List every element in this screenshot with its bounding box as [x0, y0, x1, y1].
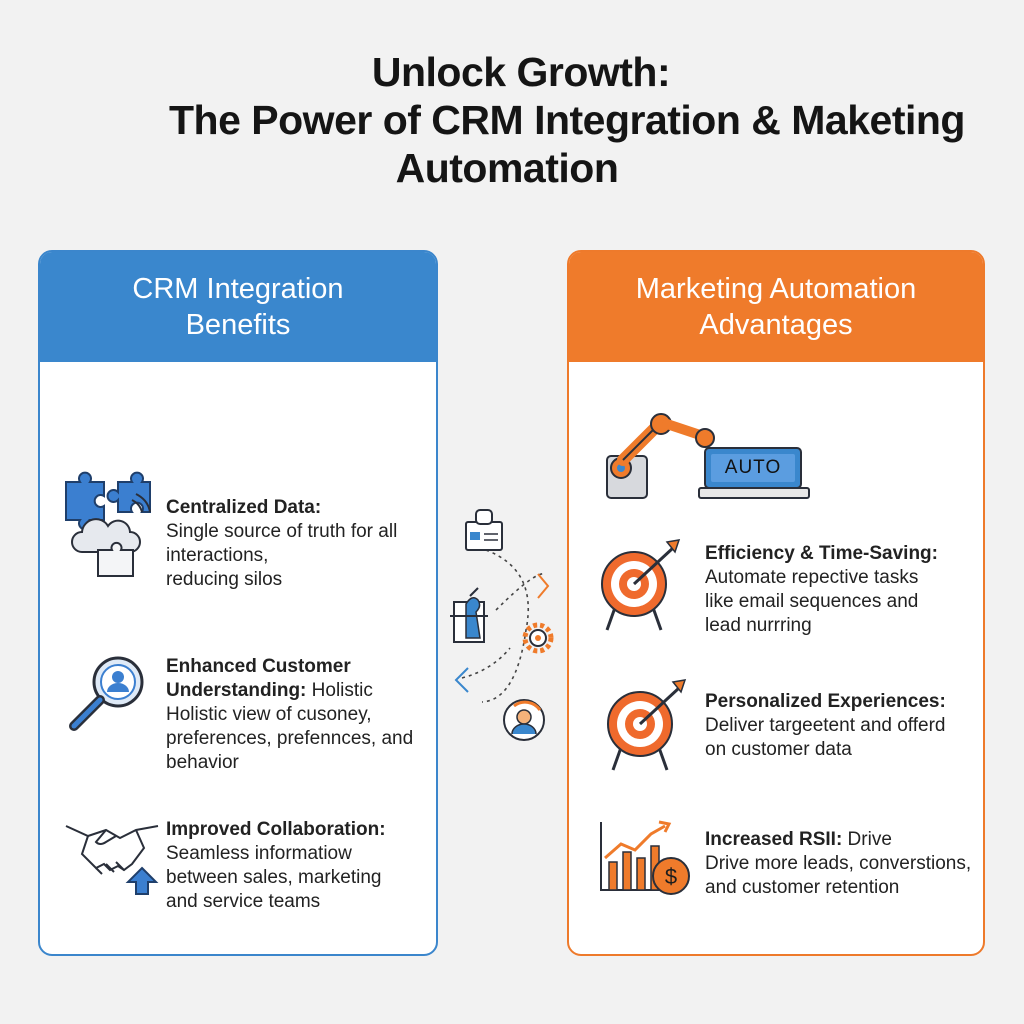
title-line-2: The Power of CRM Integration & Maketing: [169, 97, 965, 143]
automation-item-2-line-1: Deliver targeetent and offerd: [705, 715, 946, 736]
target-arrow-icon: [599, 538, 681, 634]
automation-item-1-line-1: Automate repective tasks: [705, 567, 919, 588]
person-desk-icon: [450, 587, 488, 643]
crm-item-3-line-1: Seamless informatiow: [166, 843, 352, 864]
automation-panel-header: Marketing Automation Advantages: [569, 252, 983, 362]
gear-icon: [522, 622, 554, 654]
crm-item-3-line-2: between sales, marketing: [166, 867, 382, 888]
crm-item-2-line-3: behavior: [166, 752, 239, 773]
automation-item-1-line-3: lead nurrring: [705, 615, 812, 636]
browser-window-icon: [465, 509, 503, 551]
automation-item-3-heading: Increased RSII:: [705, 829, 843, 850]
crm-item-2-heading-2: Understanding:: [166, 680, 307, 701]
crm-item-1-line-2: interactions,: [166, 545, 269, 566]
crm-item-2-line-2: preferences, prefennces, and: [166, 728, 414, 749]
svg-text:$: $: [665, 864, 677, 889]
marketing-automation-panel: Marketing Automation Advantages AUTO: [567, 250, 985, 956]
automation-item-1-heading: Efficiency & Time-Saving:: [705, 543, 938, 564]
crm-item-1-heading: Centralized Data:: [166, 497, 322, 518]
crm-item-2-heading: Enhanced Customer: [166, 656, 351, 677]
magnifier-user-icon: [66, 654, 152, 734]
robot-arm-icon: AUTO: [603, 410, 817, 506]
target-arrow-icon: [605, 678, 687, 774]
crm-item-3-line-3: and service teams: [166, 891, 321, 912]
crm-item-1-line-1: Single source of truth for all: [166, 521, 398, 542]
crm-item-2-line-1: Holistic view of cusoney,: [166, 704, 372, 725]
crm-item-2-heading-suffix: Holistic: [306, 680, 373, 701]
page-title: Unlock Growth: The Power of CRM Integrat…: [0, 48, 1024, 192]
automation-item-1-line-2: like email sequences and: [705, 591, 919, 612]
arrow-right-icon: [537, 573, 550, 599]
crm-item-1-line-3: reducing silos: [166, 569, 283, 590]
integration-connector: [440, 500, 566, 760]
title-line-3: Automation: [395, 145, 619, 191]
avatar-icon: [503, 699, 545, 741]
crm-panel-header: CRM Integration Benefits: [40, 252, 436, 362]
automation-panel-title: Marketing Automation Advantages: [635, 273, 917, 341]
robot-auto-label: AUTO: [724, 457, 782, 478]
crm-integration-panel: CRM Integration Benefits Centralized Dat…: [38, 250, 438, 956]
arrow-left-icon: [454, 667, 469, 693]
handshake-icon: [62, 812, 162, 896]
title-line-1: Unlock Growth:: [371, 49, 671, 95]
crm-panel-title: CRM Integration Benefits: [132, 273, 344, 341]
puzzle-cloud-icon: [62, 464, 154, 582]
automation-item-2-line-2: on customer data: [705, 739, 852, 760]
automation-item-3-line-2: and customer retention: [705, 877, 900, 898]
automation-item-3-heading-suffix: Drive: [842, 829, 892, 850]
growth-chart-dollar-icon: $: [597, 818, 693, 900]
automation-item-3-line-1: Drive more leads, converstions,: [705, 853, 972, 874]
automation-item-2-heading: Personalized Experiences:: [705, 691, 946, 712]
crm-item-3-heading: Improved Collaboration:: [166, 819, 386, 840]
